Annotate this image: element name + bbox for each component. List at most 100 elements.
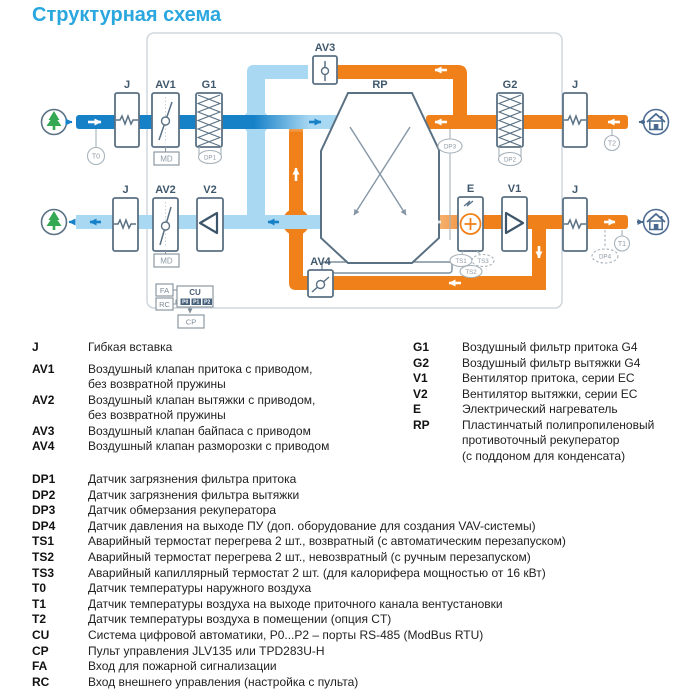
heater-zigzag	[463, 200, 474, 207]
outdoor-air-intake-icon	[40, 108, 73, 136]
svg-text:MD: MD	[160, 257, 173, 266]
supply-filter-g1: G1	[195, 79, 223, 148]
supply-damper-av1: AV1 MD	[151, 79, 180, 166]
defrost-damper-av4: AV4	[307, 256, 334, 298]
port-p0	[180, 298, 190, 305]
svg-text:DP3: DP3	[444, 144, 457, 151]
flexible-insert-extract-in: J	[562, 79, 588, 148]
svg-text:TS2: TS2	[465, 269, 477, 276]
rp-label: RP	[372, 79, 387, 91]
extract-duct	[426, 115, 628, 129]
port-p2	[202, 298, 212, 305]
svg-text:MD: MD	[160, 155, 173, 164]
dp1-sensor	[197, 149, 223, 165]
svg-text:AV3: AV3	[315, 42, 336, 54]
svg-text:TS1: TS1	[455, 258, 467, 265]
fan-triangle	[504, 211, 525, 235]
svg-text:P0: P0	[182, 300, 188, 306]
legend-item-cont: противоточный рекуператор	[462, 433, 620, 447]
svg-text:DP2: DP2	[504, 157, 517, 164]
svg-text:J: J	[124, 79, 130, 91]
legend-item-cont: без возвратной пружины	[88, 408, 226, 422]
legend-item-cont: (с поддоном для конденсата)	[462, 448, 626, 463]
extract-filter-g2: G2	[496, 79, 524, 148]
supply-fan-v1: V1	[501, 183, 528, 252]
svg-text:P1: P1	[193, 300, 199, 306]
svg-text:E: E	[467, 183, 474, 195]
svg-text:T1: T1	[618, 241, 626, 248]
svg-text:CP: CP	[186, 318, 196, 327]
svg-text:FA: FA	[160, 286, 169, 295]
heat-exchange-arrow	[353, 126, 411, 216]
room-extract-icon	[638, 108, 670, 136]
svg-text:CU: CU	[189, 288, 201, 297]
flexible-insert-exhaust-out: J	[112, 184, 139, 252]
svg-text:G2: G2	[503, 79, 518, 91]
svg-text:AV2: AV2	[155, 184, 176, 196]
dp4-sensor	[591, 248, 619, 264]
svg-text:J: J	[572, 184, 578, 196]
damper-actuator-md	[153, 253, 180, 268]
extract-damper-av2: AV2 MD	[152, 184, 180, 268]
extract-fan-v2: V2	[196, 184, 224, 252]
dp3-sensor	[437, 138, 463, 154]
svg-text:J: J	[122, 184, 128, 196]
recuperator-rp: RP	[320, 79, 453, 274]
fan-triangle	[198, 211, 219, 235]
svg-text:AV4: AV4	[310, 256, 331, 268]
control-unit-block: FA RC CU P0 P1 P2 CP	[155, 283, 214, 329]
resistor-glyph	[114, 217, 136, 231]
legend-item-cont: без возвратной пружины	[88, 377, 226, 391]
heat-exchange-arrow	[349, 126, 407, 216]
svg-text:AV1: AV1	[155, 79, 176, 91]
svg-text:J: J	[572, 79, 578, 91]
svg-text:DP4: DP4	[599, 254, 612, 261]
t2-sensor	[603, 134, 621, 152]
page-title: Структурная схема	[32, 4, 222, 26]
resistor-glyph	[564, 113, 586, 127]
svg-text:P2: P2	[204, 300, 210, 306]
flexible-insert-supply-out: J	[562, 184, 588, 252]
svg-text:T0: T0	[92, 154, 100, 161]
damper-actuator-md	[153, 151, 180, 166]
resistor-glyph	[564, 217, 586, 231]
svg-text:T2: T2	[608, 141, 616, 148]
flow-arrows	[88, 66, 620, 287]
svg-text:V1: V1	[508, 183, 521, 195]
sensors: T0 DP1 DP2 DP3 T2 T1 DP4 TS1 TS3 TS2	[86, 129, 631, 279]
t0-sensor	[86, 146, 106, 166]
electric-heater-e: E	[457, 183, 484, 252]
bypass-damper-av3: AV3	[312, 42, 338, 85]
ts3-thermostat	[471, 253, 495, 268]
exhaust-duct	[76, 65, 326, 229]
svg-text:TS3: TS3	[477, 258, 489, 265]
room-supply-icon	[637, 208, 670, 236]
ts2-thermostat	[459, 264, 483, 279]
dp2-sensor	[497, 151, 523, 167]
svg-text:G1: G1	[202, 79, 217, 91]
svg-text:RC: RC	[159, 300, 170, 309]
